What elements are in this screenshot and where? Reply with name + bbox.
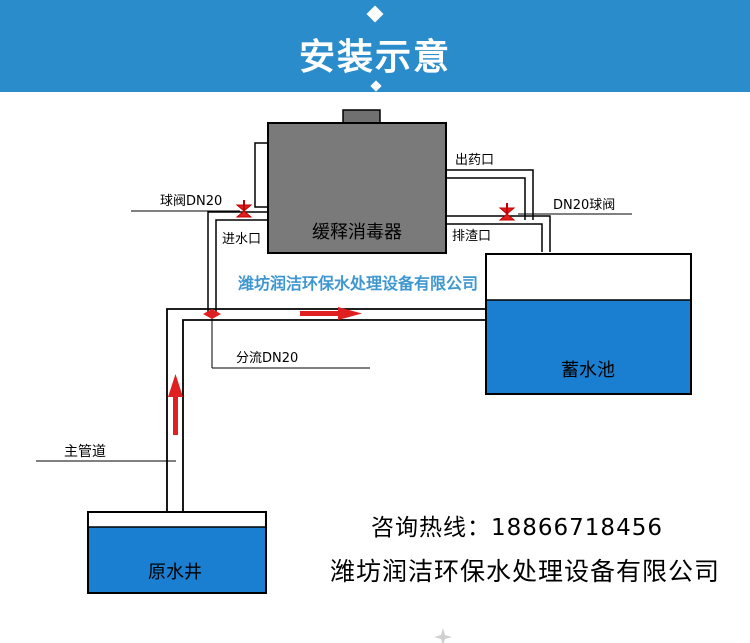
right-valve-label: DN20球阀 <box>553 198 615 213</box>
outlet-label: 出药口 <box>455 153 494 168</box>
branch-label: 分流DN20 <box>236 351 298 366</box>
flow-arrow-right-icon <box>300 307 362 320</box>
header-banner: 安装示意 <box>0 0 750 92</box>
branch-junction-icon <box>203 309 221 319</box>
company-watermark: 潍坊润洁环保水处理设备有限公司 <box>238 274 478 293</box>
flow-arrow-up-icon <box>168 374 183 435</box>
sparkle-icon <box>434 628 452 643</box>
company-name: 潍坊润洁环保水处理设备有限公司 <box>330 557 721 586</box>
left-valve-label: 球阀DN20 <box>160 194 222 209</box>
hotline-text: 咨询热线：18866718456 <box>371 515 663 541</box>
inlet-label: 进水口 <box>222 232 261 247</box>
drain-label: 排渣口 <box>452 229 491 244</box>
raw-water-well-water <box>89 527 265 592</box>
page-title: 安装示意 <box>298 36 451 78</box>
main-pipe-label: 主管道 <box>64 444 106 460</box>
disinfector-side-pipe <box>254 142 269 208</box>
disinfector-label: 缓释消毒器 <box>312 222 402 243</box>
storage-tank-water <box>487 300 690 393</box>
well-label: 原水井 <box>148 562 202 583</box>
tank-label: 蓄水池 <box>561 360 615 381</box>
disinfector-body <box>267 122 447 254</box>
disinfector-cap <box>342 109 381 125</box>
